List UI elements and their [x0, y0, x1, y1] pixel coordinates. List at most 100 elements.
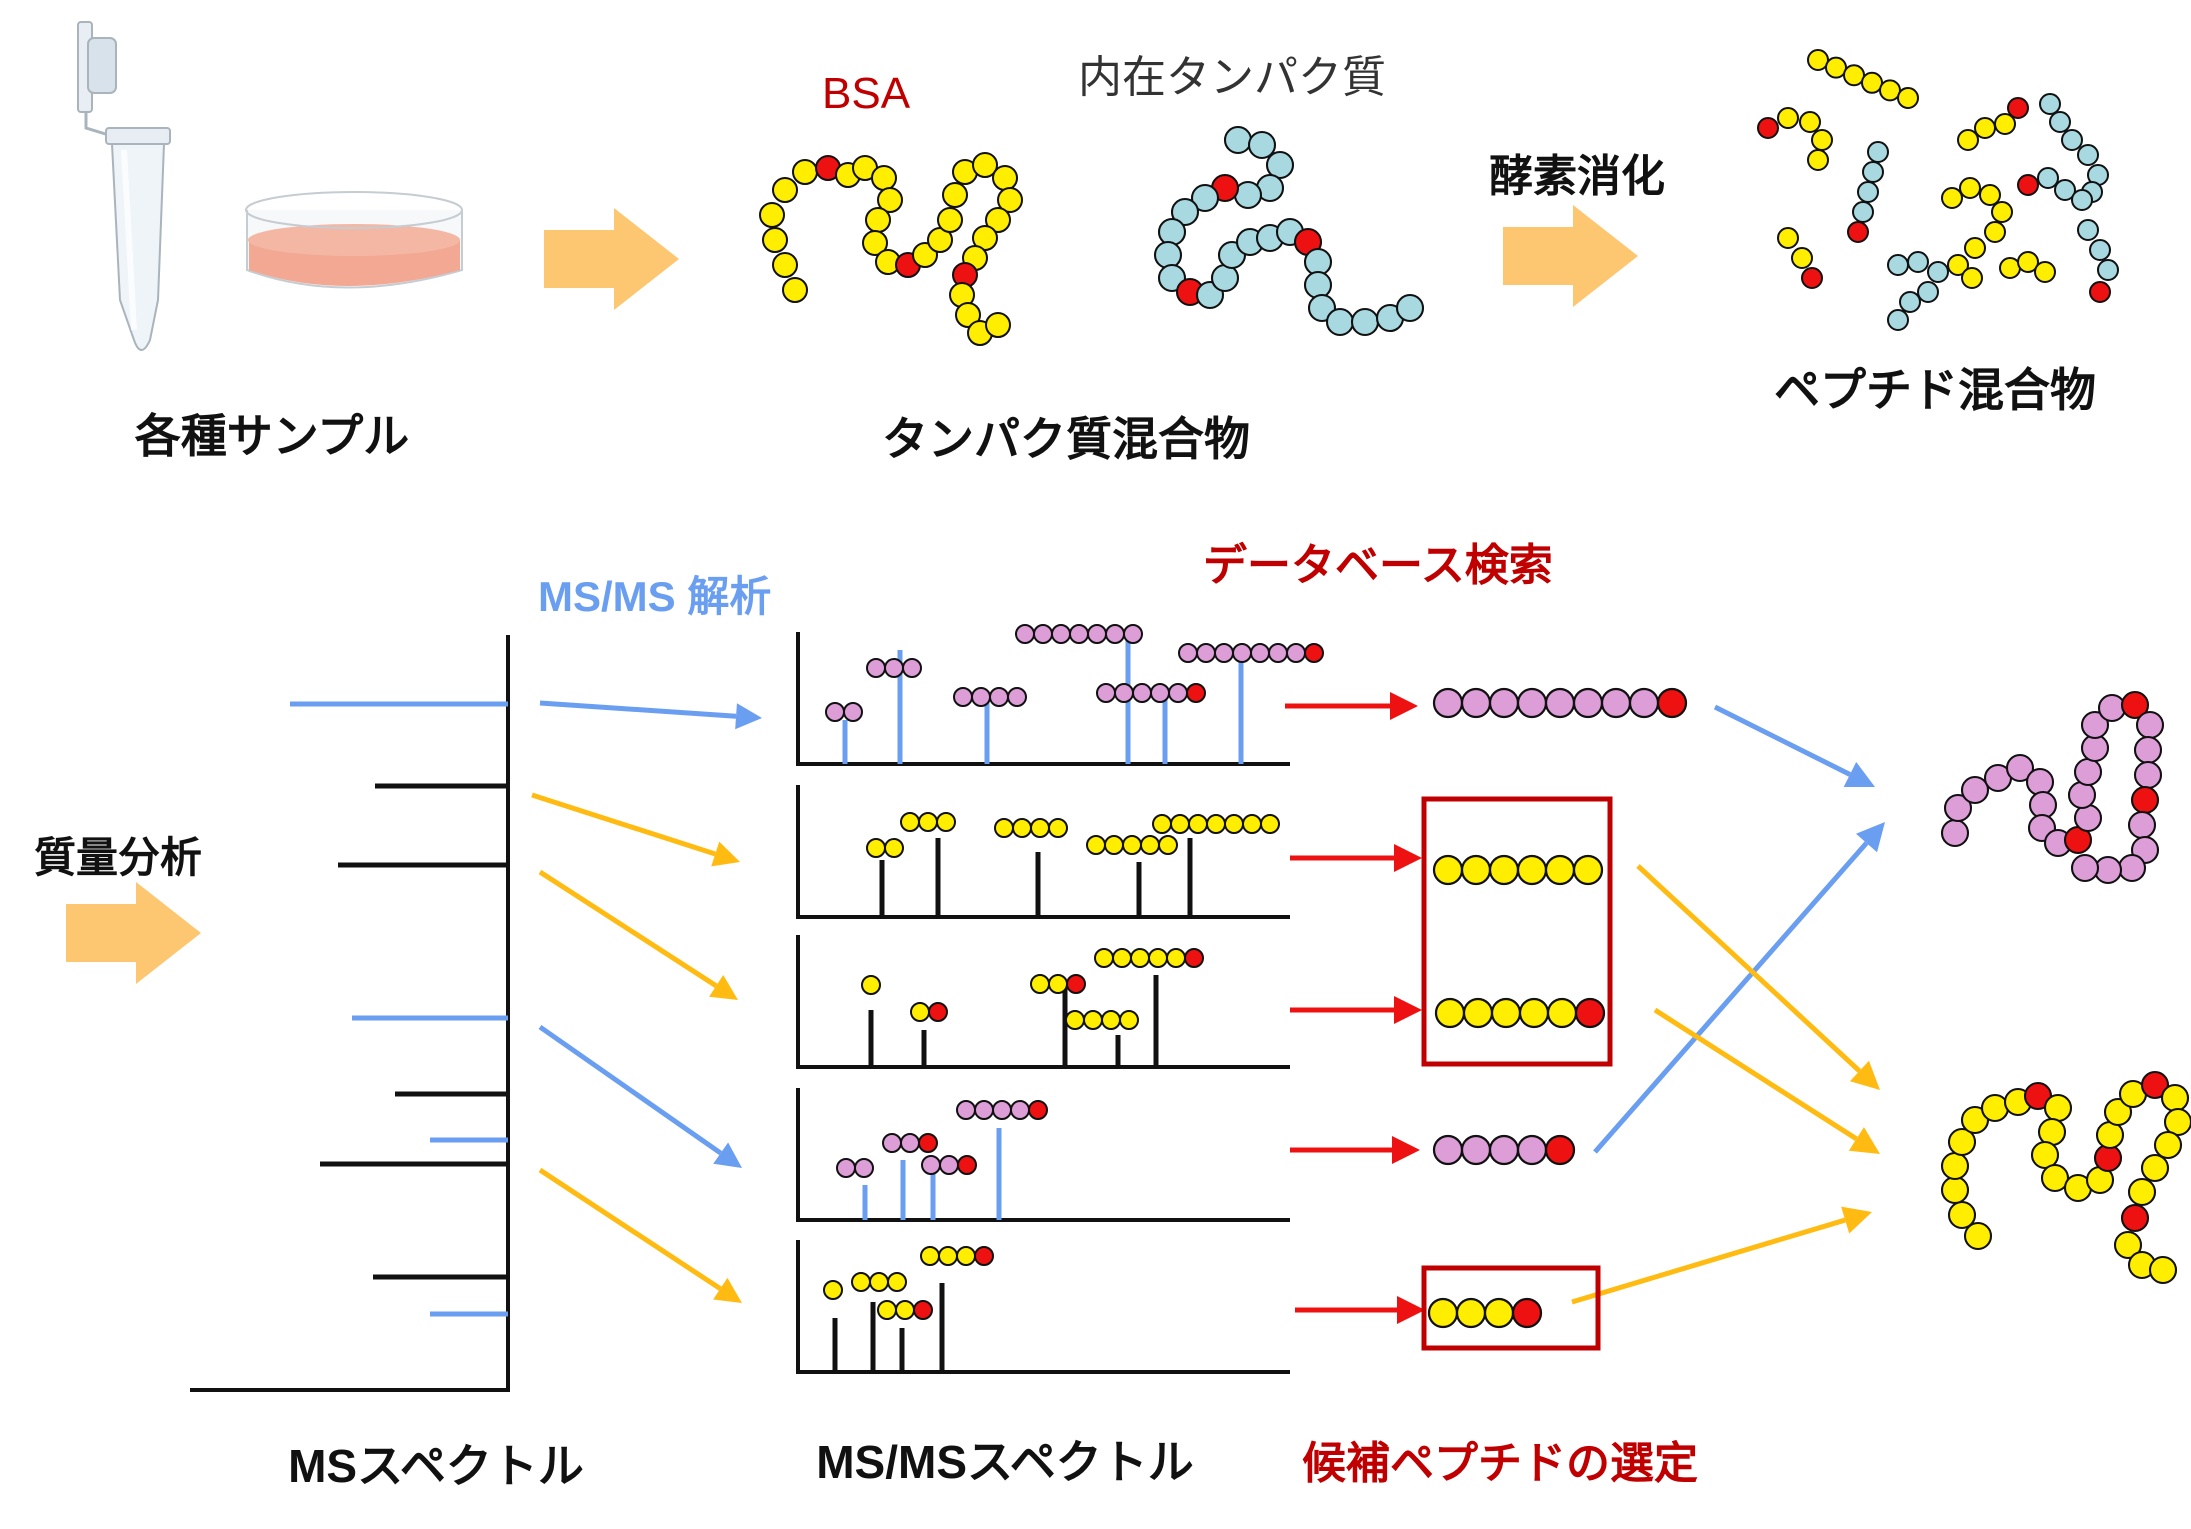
msms-fragment-label-bead [854, 1158, 874, 1178]
digestion-label: 酵素消化 [1489, 152, 1665, 201]
database-search-arrow [1290, 996, 1422, 1024]
database-search-arrow-head [1394, 844, 1422, 872]
peptide-fragment-bead [1843, 64, 1865, 87]
peptide-fragment-bead [2054, 179, 2076, 201]
candidate-peptide-bead [1572, 854, 1604, 886]
msms-fragment-label-bead [1122, 835, 1142, 855]
msms-fragment-label-bead [1101, 1010, 1121, 1030]
peptide-fragment-bead [2061, 129, 2083, 151]
msms-fragment-label-bead [900, 812, 920, 832]
peptide-fragment-bead [1974, 117, 1996, 139]
identified-protein-chain-bead [2080, 710, 2110, 740]
msms-fragment-label-bead [957, 1155, 977, 1175]
candidate-selection-box [1421, 796, 1613, 1067]
msms-fragment-label-bead [887, 1272, 907, 1292]
msms-fragment-label-bead [1286, 643, 1306, 663]
msms-fragment-label-bead [895, 1300, 915, 1320]
database-search-arrow-head [1397, 1296, 1425, 1324]
peptide-fragment-bead [1811, 129, 1833, 151]
protein-assignment-arrow-shaft [1593, 841, 1869, 1154]
msms-fragment-label-bead [882, 1133, 902, 1153]
bsa-chain-bead [759, 202, 785, 228]
msms-fragment-label-bead [921, 1155, 941, 1175]
candidate-peptide-bead [1488, 687, 1520, 719]
identified-protein-chain-bead [2113, 1230, 2143, 1260]
candidate-peptide-bead [1462, 997, 1494, 1029]
bsa-chain-bead [862, 230, 888, 256]
identified-protein-chain-bead [2005, 753, 2035, 783]
protein-assignment-arrow [1593, 822, 1885, 1154]
candidate-peptide-bead [1546, 997, 1578, 1029]
protein-assignment-arrow-head [1848, 1127, 1880, 1154]
protein-assignment-arrow [1636, 864, 1880, 1090]
msms-fragment-label-bead [1065, 1010, 1085, 1030]
candidate-peptide-bead [1490, 997, 1522, 1029]
candidate-peptide-bead [1434, 997, 1466, 1029]
msms-fragment-label-bead [900, 1133, 920, 1153]
candidate-peptide-bead [1656, 687, 1688, 719]
bsa-chain-bead [772, 177, 798, 203]
msms-fragment-label-bead [994, 818, 1014, 838]
identified-protein-chain-bead [2030, 1140, 2060, 1170]
msms-fragment-label-bead [869, 1272, 889, 1292]
candidate-peptide-bead [1432, 687, 1464, 719]
msms-fragment-label-bead [1066, 974, 1086, 994]
peptide-fragment-bead [2097, 259, 2119, 281]
msms-fragment-label-bead [1087, 624, 1107, 644]
candidate-peptide-bead [1460, 1134, 1492, 1166]
msms-analysis-arrow-shaft [531, 792, 717, 857]
msms-fragment-label-bead [956, 1246, 976, 1266]
database-search-arrow [1290, 844, 1422, 872]
endogenous-chain-bead [1190, 183, 1220, 213]
candidate-peptide-bead [1516, 687, 1548, 719]
ms-spectrum-label: MSスペクトル [288, 1440, 584, 1492]
identified-protein-chain-bead [2073, 757, 2103, 787]
msms-fragment-label-bead [1250, 643, 1270, 663]
candidate-selection-box [1421, 1265, 1601, 1351]
bsa-chain-bead [877, 187, 903, 213]
identified-protein-chain-bead [1947, 1200, 1977, 1230]
identified-protein-chain-bead [2073, 803, 2103, 833]
identified-protein-chain-bead [2067, 780, 2097, 810]
msms-fragment-label-bead [918, 812, 938, 832]
identified-protein-chain-bead [2025, 767, 2055, 797]
database-search-arrow [1290, 1136, 1420, 1164]
endogenous-chain-bead [1303, 270, 1333, 300]
msms-fragment-label-bead [992, 1100, 1012, 1120]
database-search-arrow [1285, 692, 1418, 720]
protein-assignment-arrow [1713, 704, 1875, 787]
peptide-fragment-bead [1887, 309, 1909, 331]
msms-fragment-label-bead [861, 975, 881, 995]
msms-analysis-arrow-head [735, 703, 762, 730]
peptide-fragment-bead [1791, 247, 1813, 269]
msms-fragment-label-bead [1094, 948, 1114, 968]
identified-protein-chain-bead [1963, 1221, 1993, 1251]
bsa-chain-bead [871, 165, 897, 191]
bsa-chain-bead [937, 207, 963, 233]
endogenous-chain-bead [1153, 240, 1183, 270]
identified-protein-chain-bead [2070, 853, 2100, 883]
identified-protein-chain-bead [2097, 693, 2127, 723]
protein-assignment-arrow-shaft [1571, 1217, 1846, 1305]
identified-protein-chain-bead [1947, 1127, 1977, 1157]
msms-fragment-label-bead [971, 687, 991, 707]
identified-protein-chain-bead [2093, 855, 2123, 885]
msms-fragment-label-bead [1132, 683, 1152, 703]
bsa-chain-bead [985, 207, 1011, 233]
identified-protein-chain-bead [2093, 1143, 2123, 1173]
msms-analysis-arrow-shaft [538, 1167, 722, 1291]
peptide-fragment-bead [1994, 113, 2016, 135]
peptide-fragment-bead [1801, 267, 1823, 289]
msms-fragment-label-bead [910, 1002, 930, 1022]
peptide-fragment-bead [1941, 187, 1963, 209]
candidate-peptide-bead [1427, 1297, 1459, 1329]
msms-fragment-label-bead [1152, 814, 1172, 834]
msms-fragment-label-bead [928, 1002, 948, 1022]
msms-fragment-label-bead [956, 1100, 976, 1120]
msms-analysis-arrow [538, 1167, 742, 1303]
msms-fragment-label-bead [877, 1300, 897, 1320]
peptide-fragment-bead [1857, 181, 1879, 203]
candidate-peptide-bead [1455, 1297, 1487, 1329]
peptide-fragment-bead [1807, 149, 1829, 171]
flow-arrow-icon [544, 208, 679, 310]
